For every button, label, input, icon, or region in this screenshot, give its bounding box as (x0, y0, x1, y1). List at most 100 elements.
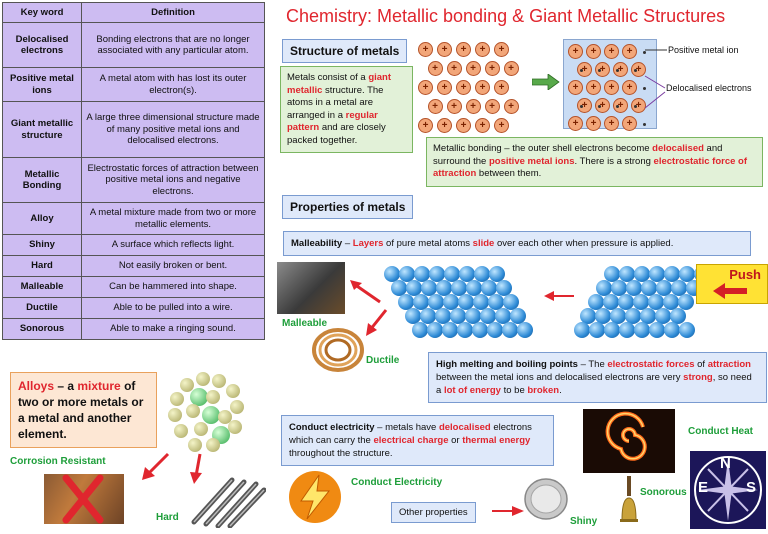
structure-text: Metals consist of a giant metallic struc… (280, 66, 413, 153)
conduct-electricity-text: Conduct electricity – metals have deloca… (281, 415, 554, 466)
metal-atom-sphere (656, 280, 672, 296)
metal-atom-sphere (664, 322, 680, 338)
text-span: – The (577, 359, 608, 370)
metal-atom-sphere (670, 308, 686, 324)
metal-atom-sphere (412, 322, 428, 338)
flame-spiral-icon (605, 411, 647, 461)
logo-letter-s: S (746, 479, 757, 496)
text-span: High melting and boiling points (436, 359, 578, 370)
metallic-bonding-text: Metallic bonding – the outer shell elect… (426, 137, 763, 187)
alloy-atom-sphere (230, 400, 244, 414)
metal-atom-sphere (489, 266, 505, 282)
metal-atom-sphere (450, 308, 466, 324)
positive-ion-icon: + (568, 116, 583, 131)
page-title: Chemistry: Metallic bonding & Giant Meta… (286, 6, 726, 26)
metal-atom-sphere (480, 308, 496, 324)
metal-atom-sphere (603, 294, 619, 310)
highlight-span: Layers (352, 238, 384, 249)
positive-ion-icon: + (631, 62, 646, 77)
metal-atom-sphere (626, 280, 642, 296)
metal-atom-sphere (663, 294, 679, 310)
alloy-atom-sphere (226, 384, 240, 398)
positive-ion-icon: + (568, 44, 583, 59)
highlight-span: strong (683, 372, 713, 383)
metal-atom-sphere (633, 294, 649, 310)
text-span: Metallic bonding – the outer shell elect… (433, 143, 653, 154)
label-malleable: Malleable (282, 318, 328, 329)
positive-ion-icon: + (595, 98, 610, 113)
electron-dot (643, 87, 646, 90)
positive-ion-icon: + (595, 62, 610, 77)
metal-atom-sphere (641, 280, 657, 296)
positive-ion-icon: + (465, 99, 481, 114)
metal-atom-sphere (619, 266, 635, 282)
electron-dot (634, 69, 637, 72)
text-span: – a (54, 379, 78, 393)
text-span: structure. The atoms in a metal are arra… (287, 84, 384, 121)
pointer-line (645, 49, 667, 51)
metal-atom-sphere (589, 322, 605, 338)
hammer-image (277, 262, 345, 314)
highlight-span: electrostatic forces (607, 359, 695, 370)
metal-atom-sphere (414, 266, 430, 282)
metal-atom-sphere (474, 266, 490, 282)
logo-letter-n: N (720, 455, 731, 472)
push-sign: Push (696, 264, 768, 304)
text-span: of two or more metals or a metal and ano… (18, 379, 144, 441)
positive-ion-icon: + (604, 116, 619, 131)
positive-ion-icon: + (446, 99, 462, 114)
positive-ion-icon: + (418, 118, 433, 133)
pointer-bracket (644, 75, 666, 109)
positive-ion-icon: + (613, 98, 628, 113)
positive-ion-icon: + (437, 42, 452, 57)
metal-atom-sphere (435, 308, 451, 324)
table-definition: Able to make a ringing sound. (81, 318, 265, 340)
highlight-span: regular pattern (287, 109, 378, 134)
left-arrow-icon (713, 283, 747, 299)
electron-dot (580, 69, 583, 72)
rusted-tools-image (44, 474, 124, 524)
metal-atom-sphere (444, 266, 460, 282)
text-span: and surround the (433, 143, 723, 167)
metal-atom-sphere (625, 308, 641, 324)
highlight-span: lot of energy (443, 385, 501, 396)
alloy-atom-sphere (186, 404, 200, 418)
positive-ion-icon: + (427, 99, 443, 114)
positive-ion-icon: + (586, 116, 601, 131)
metal-atom-sphere (588, 294, 604, 310)
metal-atom-sphere (465, 308, 481, 324)
table-definition: A large three dimensional structure made… (81, 101, 265, 158)
table-header-row: Key word Definition (2, 2, 265, 23)
drill-bits-image (191, 477, 266, 528)
alloy-atoms-diagram (168, 372, 250, 452)
positive-ion-icon: + (568, 80, 583, 95)
push-label: Push (729, 267, 761, 282)
positive-ion-icon: + (465, 61, 481, 76)
metal-atom-sphere (574, 322, 590, 338)
text-span: – metals have (374, 422, 439, 433)
electron-dot (598, 105, 601, 108)
label-delocalised-electrons: Delocalised electrons (666, 83, 752, 93)
electron-dot (616, 69, 619, 72)
text-span: – (342, 238, 353, 249)
properties-heading: Properties of metals (282, 195, 414, 219)
text-span: over each other when pressure is applied… (494, 238, 674, 249)
ion-lattice-diagram: +++++++++++++++++++++++++ (414, 38, 524, 133)
text-span: , so need a (436, 372, 752, 396)
highlight-span: attraction (707, 359, 751, 370)
metal-atom-sphere (399, 266, 415, 282)
highlight-span: electrical charge (373, 435, 449, 446)
text-span: Conduct electricity (289, 422, 375, 433)
electron-dot (634, 105, 637, 108)
metal-atom-sphere (488, 294, 504, 310)
alloy-atom-sphere (206, 390, 220, 404)
alloy-atom-sphere (194, 422, 208, 436)
red-arrow-icon (190, 453, 202, 484)
alloy-atom-sphere (168, 408, 182, 422)
lightning-icon (289, 471, 341, 523)
